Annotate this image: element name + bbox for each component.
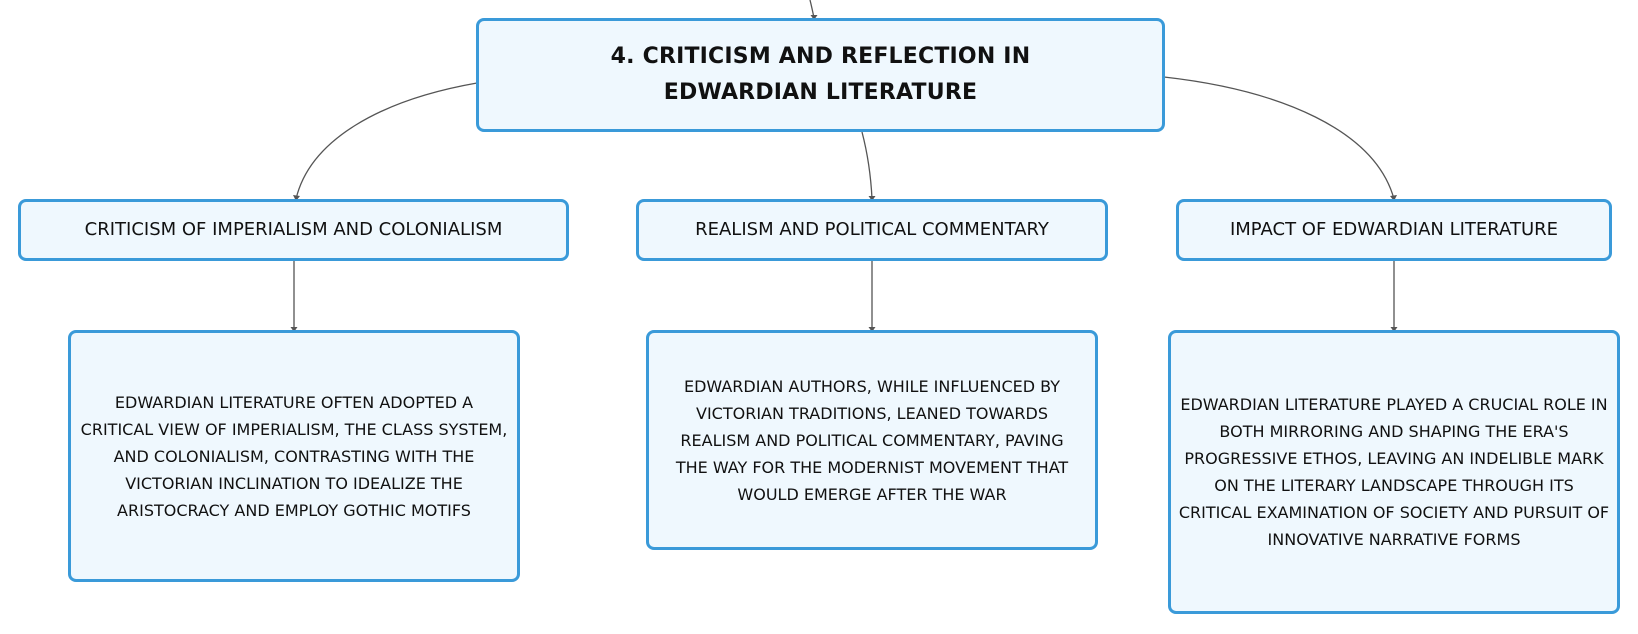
root-topic-node[interactable]: 4. CRITICISM AND REFLECTION IN EDWARDIAN… (476, 18, 1165, 132)
detail-text: EDWARDIAN AUTHORS, WHILE INFLUENCED BY V… (675, 376, 1069, 504)
connector-root-to-branch-2 (861, 131, 873, 200)
arrowhead-branch-1 (293, 195, 300, 201)
arrowhead-detail-1 (290, 327, 298, 332)
arrowhead-branch-3 (1390, 195, 1397, 201)
branch-node-criticism-of-imperialism[interactable]: CRITICISM OF IMPERIALISM AND COLONIALISM (18, 199, 569, 261)
branch-node-impact-of-edwardian-literature[interactable]: IMPACT OF EDWARDIAN LITERATURE (1176, 199, 1612, 261)
connector-root-to-branch-1 (295, 82, 478, 200)
detail-text: EDWARDIAN LITERATURE OFTEN ADOPTED A CRI… (80, 392, 508, 520)
arrowhead-detail-2 (868, 327, 876, 332)
detail-node-impact-of-edwardian-literature[interactable]: EDWARDIAN LITERATURE PLAYED A CRUCIAL RO… (1168, 330, 1620, 614)
arrowhead-parent (810, 15, 818, 20)
branch-label: CRITICISM OF IMPERIALISM AND COLONIALISM (84, 219, 503, 240)
detail-node-realism-and-political-commentary[interactable]: EDWARDIAN AUTHORS, WHILE INFLUENCED BY V… (646, 330, 1098, 550)
root-topic-label: 4. CRITICISM AND REFLECTION IN EDWARDIAN… (610, 44, 1031, 105)
branch-label: IMPACT OF EDWARDIAN LITERATURE (1229, 219, 1559, 240)
arrowhead-detail-3 (1390, 327, 1398, 332)
detail-text: EDWARDIAN LITERATURE PLAYED A CRUCIAL RO… (1178, 395, 1610, 549)
branch-label: REALISM AND POLITICAL COMMENTARY (695, 219, 1049, 240)
connector-root-to-branch-3 (1163, 76, 1395, 200)
arrowhead-branch-2 (868, 196, 876, 201)
detail-node-criticism-of-imperialism[interactable]: EDWARDIAN LITERATURE OFTEN ADOPTED A CRI… (68, 330, 520, 582)
branch-node-realism-and-political-commentary[interactable]: REALISM AND POLITICAL COMMENTARY (636, 199, 1108, 261)
